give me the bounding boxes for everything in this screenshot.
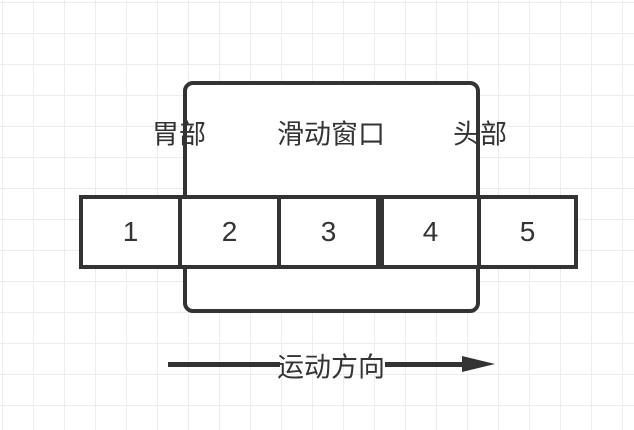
sequence-cell-1: 1 (83, 199, 178, 265)
cell-group-right: 4 5 (380, 195, 578, 269)
tail-label: 胃部 (152, 119, 206, 150)
sequence-cell-5: 5 (477, 199, 574, 265)
motion-arrow-line-left (168, 362, 280, 367)
cell-group-left: 1 2 3 (79, 195, 380, 269)
motion-arrow-line-right (385, 362, 463, 367)
head-label: 头部 (453, 119, 507, 150)
sliding-window-title: 滑动窗口 (277, 119, 385, 150)
sequence-cell-3: 3 (277, 199, 376, 265)
motion-arrow-head-icon (462, 356, 495, 372)
sequence-cell-2: 2 (178, 199, 277, 265)
sequence-cell-4: 4 (384, 199, 477, 265)
motion-direction-label: 运动方向 (277, 352, 385, 383)
sequence-cells-row: 1 2 3 4 5 (79, 195, 578, 269)
